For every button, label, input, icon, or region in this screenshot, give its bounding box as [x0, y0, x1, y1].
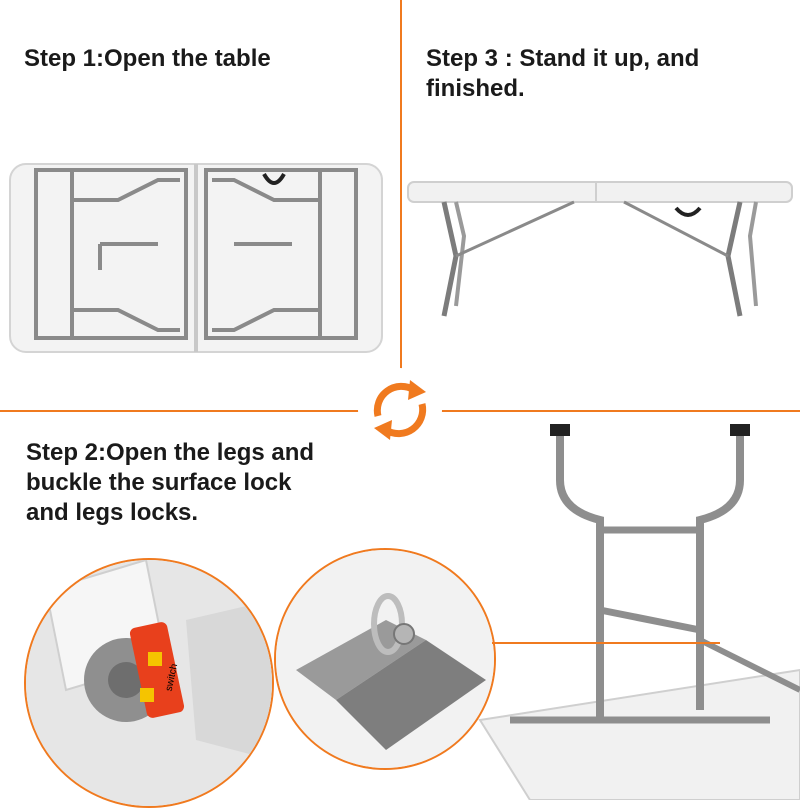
standing-table-image — [407, 181, 793, 317]
open-table-image — [9, 163, 383, 353]
vertical-divider — [400, 0, 402, 410]
detail-leader-line — [492, 642, 720, 644]
step-3-caption: Step 3 : Stand it up, and finished. — [426, 45, 700, 102]
step-1-caption: Step 1:Open the table — [24, 45, 271, 72]
cycle-arrows-icon — [358, 368, 442, 452]
surface-lock-image — [26, 560, 272, 806]
legs-lock-image — [276, 550, 494, 768]
legs-lock-detail — [274, 548, 496, 770]
step-2-caption: Step 2:Open the legs and buckle the surf… — [26, 439, 315, 526]
legs-unfolded-image — [478, 424, 800, 800]
surface-lock-detail: switch — [24, 558, 274, 808]
